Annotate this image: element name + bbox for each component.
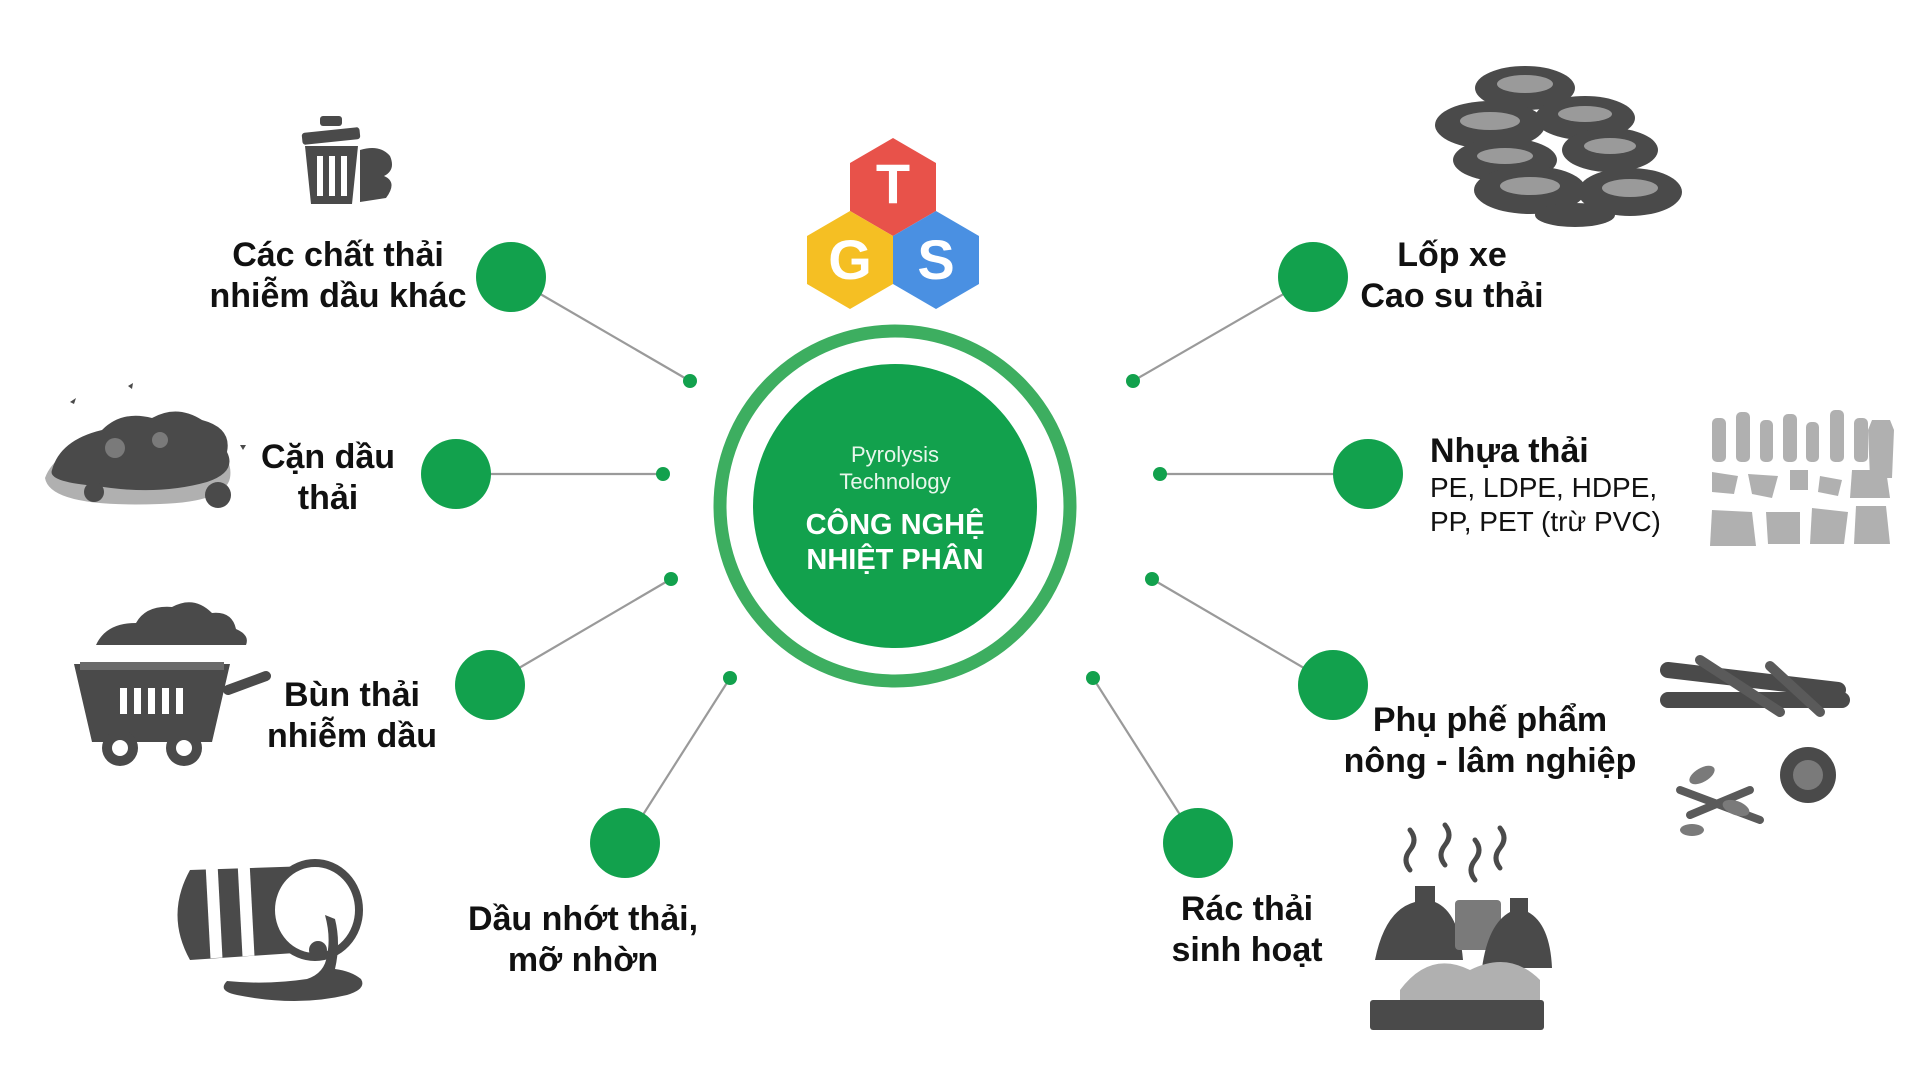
connector-dot xyxy=(1086,671,1100,685)
trash-bin-icon xyxy=(301,116,392,204)
node-oily-sludge xyxy=(455,650,525,720)
label-line: nông - lâm nghiệp xyxy=(1344,742,1637,780)
label-waste-oil: Dầu nhớt thải, mỡ nhờn xyxy=(468,900,698,979)
label-line: Bùn thải xyxy=(284,676,420,714)
logo-hex-g xyxy=(807,211,893,309)
label-line: Dầu nhớt thải, xyxy=(468,900,698,938)
node-circles xyxy=(421,242,1403,878)
mine-cart-icon xyxy=(74,602,271,766)
connector-dot xyxy=(1126,374,1140,388)
node-household xyxy=(1163,808,1233,878)
label-line: Cao su thải xyxy=(1360,277,1543,315)
garbage-pile-icon xyxy=(1370,822,1552,1030)
center-subtitle-line2: Technology xyxy=(839,469,950,494)
label-line: Nhựa thải xyxy=(1430,432,1589,470)
label-line: mỡ nhờn xyxy=(508,941,658,979)
wood-branches-icon xyxy=(1660,655,1850,836)
plastic-waste-icon xyxy=(1710,410,1894,546)
connector-dot xyxy=(664,572,678,586)
label-line: PP, PET (trừ PVC) xyxy=(1430,506,1661,537)
label-plastic: Nhựa thải PE, LDPE, HDPE, PP, PET (trừ P… xyxy=(1430,432,1661,537)
node-tires xyxy=(1278,242,1348,312)
label-line: thải xyxy=(298,479,358,517)
label-oil-residue: Cặn dầu thải xyxy=(261,438,395,517)
node-other-oily-waste xyxy=(476,242,546,312)
center-outer-ring xyxy=(713,324,1077,688)
logo-hex-t xyxy=(850,138,936,236)
logo-letter-g: G xyxy=(828,228,872,291)
center-subtitle-line1: Pyrolysis xyxy=(851,442,939,467)
node-oil-residue xyxy=(421,439,491,509)
label-line: Rác thải xyxy=(1181,890,1313,928)
center-title-line1: CÔNG NGHỆ xyxy=(806,507,985,541)
label-line: Lốp xe xyxy=(1397,236,1507,274)
label-agri-forestry: Phụ phế phẩm nông - lâm nghiệp xyxy=(1344,701,1637,780)
tgs-logo: T G S xyxy=(807,138,979,309)
tire-pile-icon xyxy=(1435,66,1682,227)
label-line: nhiễm dầu khác xyxy=(210,277,467,315)
center-title-line2: NHIỆT PHÂN xyxy=(806,542,983,576)
label-line: Cặn dầu xyxy=(261,438,395,476)
connector-dot xyxy=(1153,467,1167,481)
label-line: sinh hoạt xyxy=(1171,931,1322,969)
label-line: PE, LDPE, HDPE, xyxy=(1430,472,1657,503)
oil-sludge-icon xyxy=(45,383,246,508)
logo-hex-s xyxy=(893,211,979,309)
connector-dot xyxy=(723,671,737,685)
label-household: Rác thải sinh hoạt xyxy=(1171,890,1322,969)
label-line: nhiễm dầu xyxy=(267,717,437,755)
node-agri-forestry xyxy=(1298,650,1368,720)
node-waste-oil xyxy=(590,808,660,878)
connector-dot xyxy=(1145,572,1159,586)
center-disc xyxy=(753,364,1037,648)
center-hub: Pyrolysis Technology CÔNG NGHỆ NHIỆT PHÂ… xyxy=(713,324,1077,688)
node-plastic xyxy=(1333,439,1403,509)
label-oily-sludge: Bùn thải nhiễm dầu xyxy=(267,676,437,755)
logo-letter-s: S xyxy=(917,228,954,291)
label-tires: Lốp xe Cao su thải xyxy=(1360,236,1543,315)
connector-dot xyxy=(683,374,697,388)
logo-letter-t: T xyxy=(876,152,910,215)
label-other-oily-waste: Các chất thải nhiễm dầu khác xyxy=(210,236,467,315)
label-line: Phụ phế phẩm xyxy=(1373,701,1607,739)
oil-barrel-icon xyxy=(177,859,363,1001)
connector-dot xyxy=(656,467,670,481)
label-line: Các chất thải xyxy=(232,236,444,274)
